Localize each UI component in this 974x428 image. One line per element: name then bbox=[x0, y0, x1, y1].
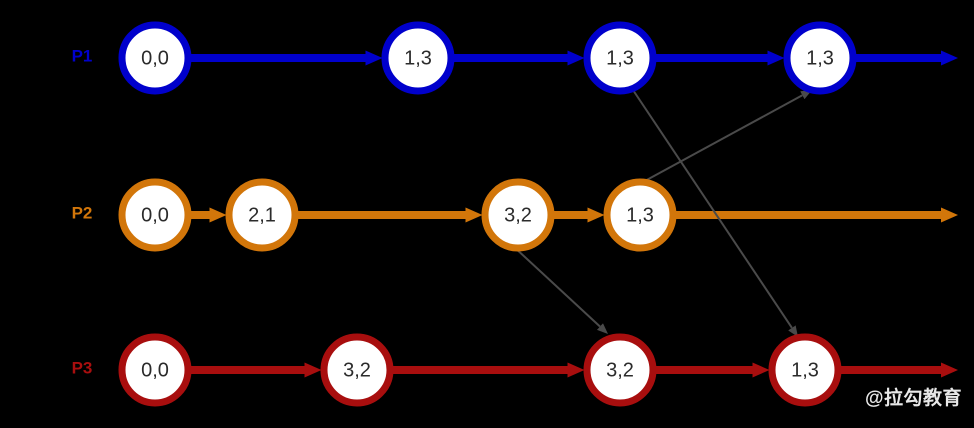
event-node-circle bbox=[225, 178, 299, 252]
event-node-p1-3[interactable]: 1,3 bbox=[783, 21, 857, 95]
event-node-p3-0[interactable]: 0,0 bbox=[118, 333, 192, 407]
event-node-label: 1,3 bbox=[606, 47, 634, 69]
event-node-label: 3,2 bbox=[606, 359, 634, 381]
process-axes-layer bbox=[190, 50, 958, 378]
event-node-p1-1[interactable]: 1,3 bbox=[381, 21, 455, 95]
message-arrow-p2-to-p1 bbox=[642, 90, 813, 183]
event-node-circle bbox=[583, 21, 657, 95]
event-nodes-layer: 0,0 1,3 1,3 1,3 0,0 2,1 3,2 1,3 0,0 3,2 3,2 1,3 bbox=[118, 21, 857, 407]
event-node-circle bbox=[603, 178, 677, 252]
process-label-p3: P3 bbox=[72, 358, 93, 377]
message-arrows-layer bbox=[512, 89, 813, 338]
process-label-p2: P2 bbox=[72, 203, 93, 222]
event-node-circle bbox=[583, 333, 657, 407]
event-node-label: 3,2 bbox=[343, 359, 371, 381]
event-node-circle bbox=[481, 178, 555, 252]
event-node-label: 1,3 bbox=[791, 359, 819, 381]
event-node-circle bbox=[118, 333, 192, 407]
event-node-p3-3[interactable]: 1,3 bbox=[768, 333, 842, 407]
message-arrow-p1-to-p3 bbox=[632, 89, 799, 338]
event-node-p2-0[interactable]: 0,0 bbox=[118, 178, 192, 252]
event-node-p3-1[interactable]: 3,2 bbox=[320, 333, 394, 407]
event-node-circle bbox=[783, 21, 857, 95]
event-node-label: 1,3 bbox=[404, 47, 432, 69]
event-node-circle bbox=[381, 21, 455, 95]
event-node-label: 0,0 bbox=[141, 204, 169, 226]
event-node-p2-3[interactable]: 1,3 bbox=[603, 178, 677, 252]
watermark-text: @拉勾教育 bbox=[864, 388, 962, 409]
event-node-circle bbox=[118, 178, 192, 252]
event-node-label: 3,2 bbox=[504, 204, 532, 226]
event-node-circle bbox=[320, 333, 394, 407]
message-arrow-p2-to-p3 bbox=[512, 245, 608, 334]
process-label-p1: P1 bbox=[72, 46, 93, 65]
event-node-label: 1,3 bbox=[626, 204, 654, 226]
event-node-p2-2[interactable]: 3,2 bbox=[481, 178, 555, 252]
event-node-p1-2[interactable]: 1,3 bbox=[583, 21, 657, 95]
event-node-label: 2,1 bbox=[248, 204, 276, 226]
event-node-circle bbox=[768, 333, 842, 407]
event-node-label: 0,0 bbox=[141, 359, 169, 381]
event-node-circle bbox=[118, 21, 192, 95]
event-node-label: 1,3 bbox=[806, 47, 834, 69]
event-node-p3-2[interactable]: 3,2 bbox=[583, 333, 657, 407]
event-node-label: 0,0 bbox=[141, 47, 169, 69]
event-node-p1-0[interactable]: 0,0 bbox=[118, 21, 192, 95]
event-node-p2-1[interactable]: 2,1 bbox=[225, 178, 299, 252]
